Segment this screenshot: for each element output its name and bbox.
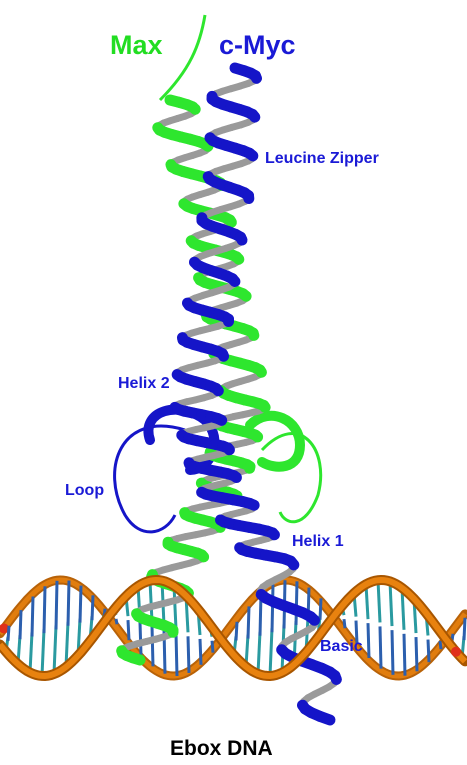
cmyc-helix (169, 62, 342, 726)
dna-label: Ebox DNA (170, 737, 273, 760)
helix1-label: Helix 1 (292, 533, 344, 550)
dna-base-pairs (4, 580, 467, 677)
max-label: Max (110, 30, 163, 60)
loop-label: Loop (65, 482, 105, 499)
leucine-zipper-label: Leucine Zipper (265, 150, 379, 167)
dna-front-strand (0, 574, 467, 682)
helix2-label: Helix 2 (118, 375, 170, 392)
cmyc-label: c-Myc (219, 30, 296, 60)
basic-region-label: Basic (320, 638, 363, 655)
dna-back-strand (0, 575, 467, 681)
